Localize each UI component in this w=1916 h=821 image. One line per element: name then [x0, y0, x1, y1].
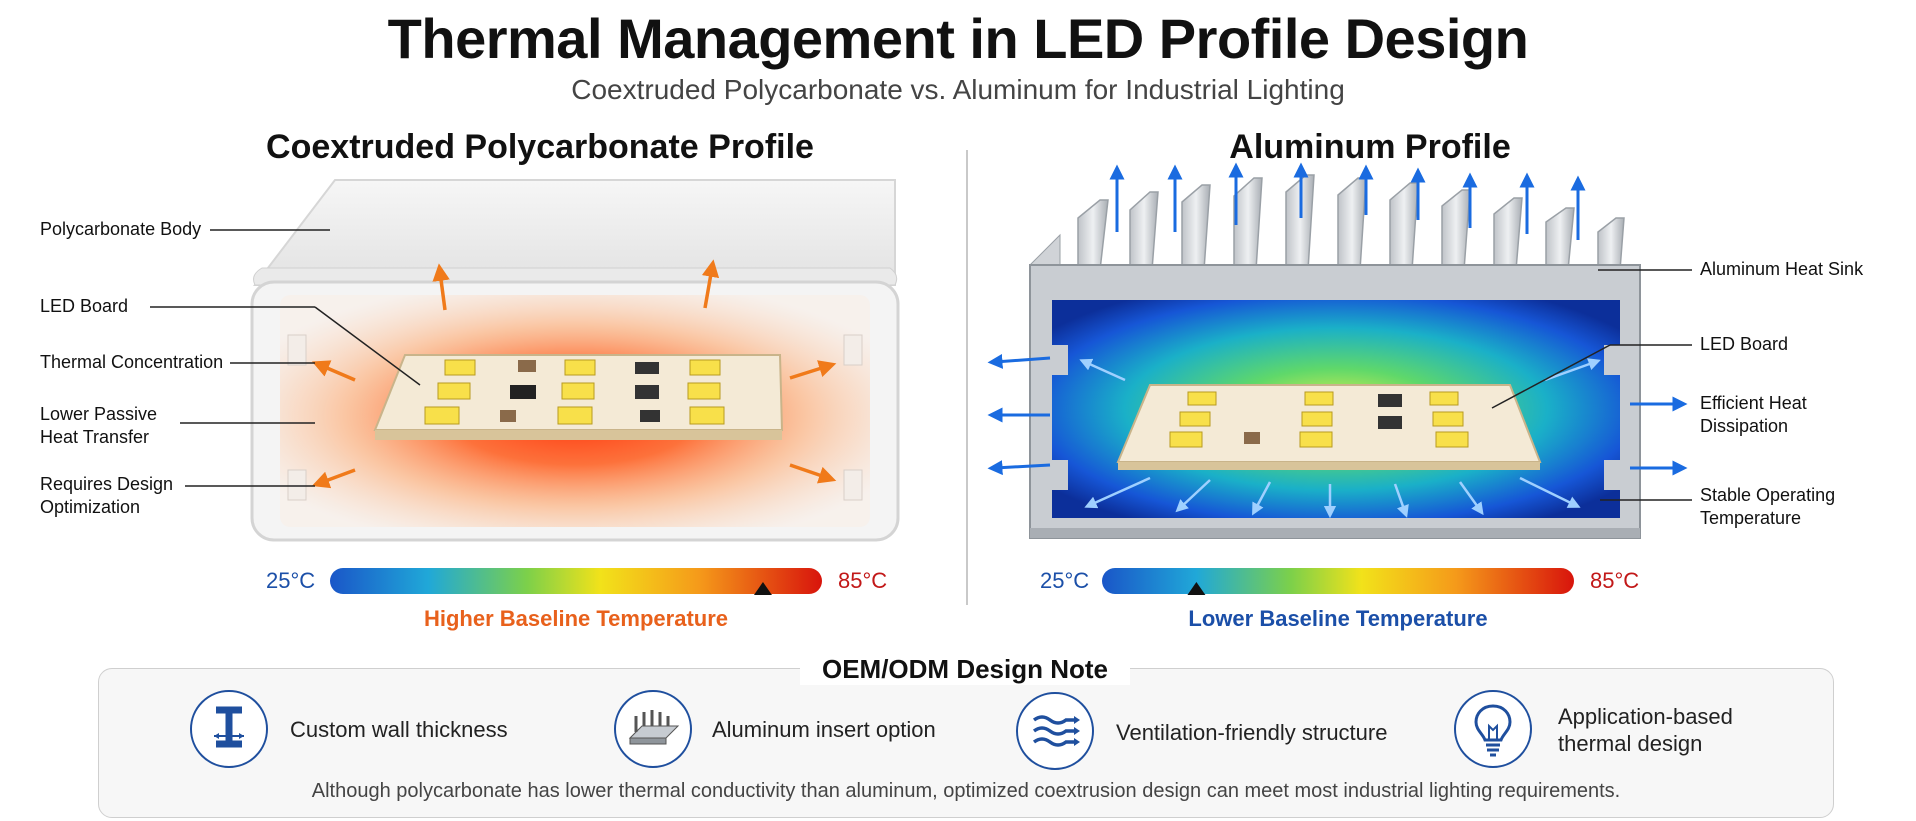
left-scale-max: 85°C — [838, 568, 888, 593]
page-title: Thermal Management in LED Profile Design — [387, 7, 1529, 70]
label-stable-operating-temperature: Stable Operating Temperature — [1700, 485, 1836, 528]
lightbulb-icon — [1454, 690, 1532, 768]
aluminum-profile — [1028, 174, 1641, 539]
label-al-led-board: LED Board — [1700, 334, 1789, 354]
label-efficient-heat-dissipation: Efficient Heat Dissipation — [1700, 393, 1807, 436]
label-aluminum-heat-sink: Aluminum Heat Sink — [1700, 259, 1864, 279]
wall-thickness-icon — [190, 690, 268, 768]
right-temperature-scale — [1102, 568, 1574, 595]
feature-application-based-thermal-design: Application-based thermal design — [1558, 704, 1733, 756]
design-note-footnote: Although polycarbonate has lower thermal… — [311, 780, 1621, 802]
left-scale-caption: Higher Baseline Temperature — [423, 606, 729, 631]
right-scale-max: 85°C — [1590, 568, 1640, 593]
right-leader-lines — [1491, 269, 1692, 501]
label-polycarbonate-body: Polycarbonate Body — [40, 219, 202, 239]
al-side-heat-arrows — [987, 353, 1688, 476]
right-scale-caption: Lower Baseline Temperature — [1188, 606, 1488, 631]
al-internal-arrows — [1079, 358, 1601, 519]
polycarbonate-profile — [250, 179, 900, 542]
aluminum-insert-icon — [614, 690, 692, 768]
feature-ventilation-friendly-structure: Ventilation-friendly structure — [1116, 720, 1388, 745]
right-panel-title: Aluminum Profile — [1229, 128, 1511, 166]
label-requires-design-optimization: Requires Design Optimization — [40, 474, 174, 517]
al-upward-heat-arrows — [1109, 162, 1586, 240]
left-panel-title: Coextruded Polycarbonate Profile — [266, 128, 814, 166]
pc-heat-arrows — [311, 259, 837, 489]
design-note-title: OEM/ODM Design Note — [800, 654, 1130, 685]
feature-custom-wall-thickness: Custom wall thickness — [290, 717, 508, 742]
pc-led-board — [373, 354, 784, 440]
label-thermal-concentration: Thermal Concentration — [40, 352, 224, 372]
left-temperature-scale — [330, 568, 822, 595]
right-scale-min: 25°C — [1040, 568, 1090, 593]
al-led-board — [1116, 384, 1542, 470]
label-pc-led-board: LED Board — [40, 296, 129, 316]
left-scale-min: 25°C — [266, 568, 316, 593]
ventilation-icon — [1016, 692, 1094, 770]
page-subtitle: Coextruded Polycarbonate vs. Aluminum fo… — [571, 74, 1345, 105]
label-lower-passive-heat-transfer: Lower Passive Heat Transfer — [40, 404, 158, 447]
left-leader-lines — [150, 229, 421, 487]
feature-aluminum-insert-option: Aluminum insert option — [712, 717, 936, 742]
panel-divider — [966, 150, 968, 605]
